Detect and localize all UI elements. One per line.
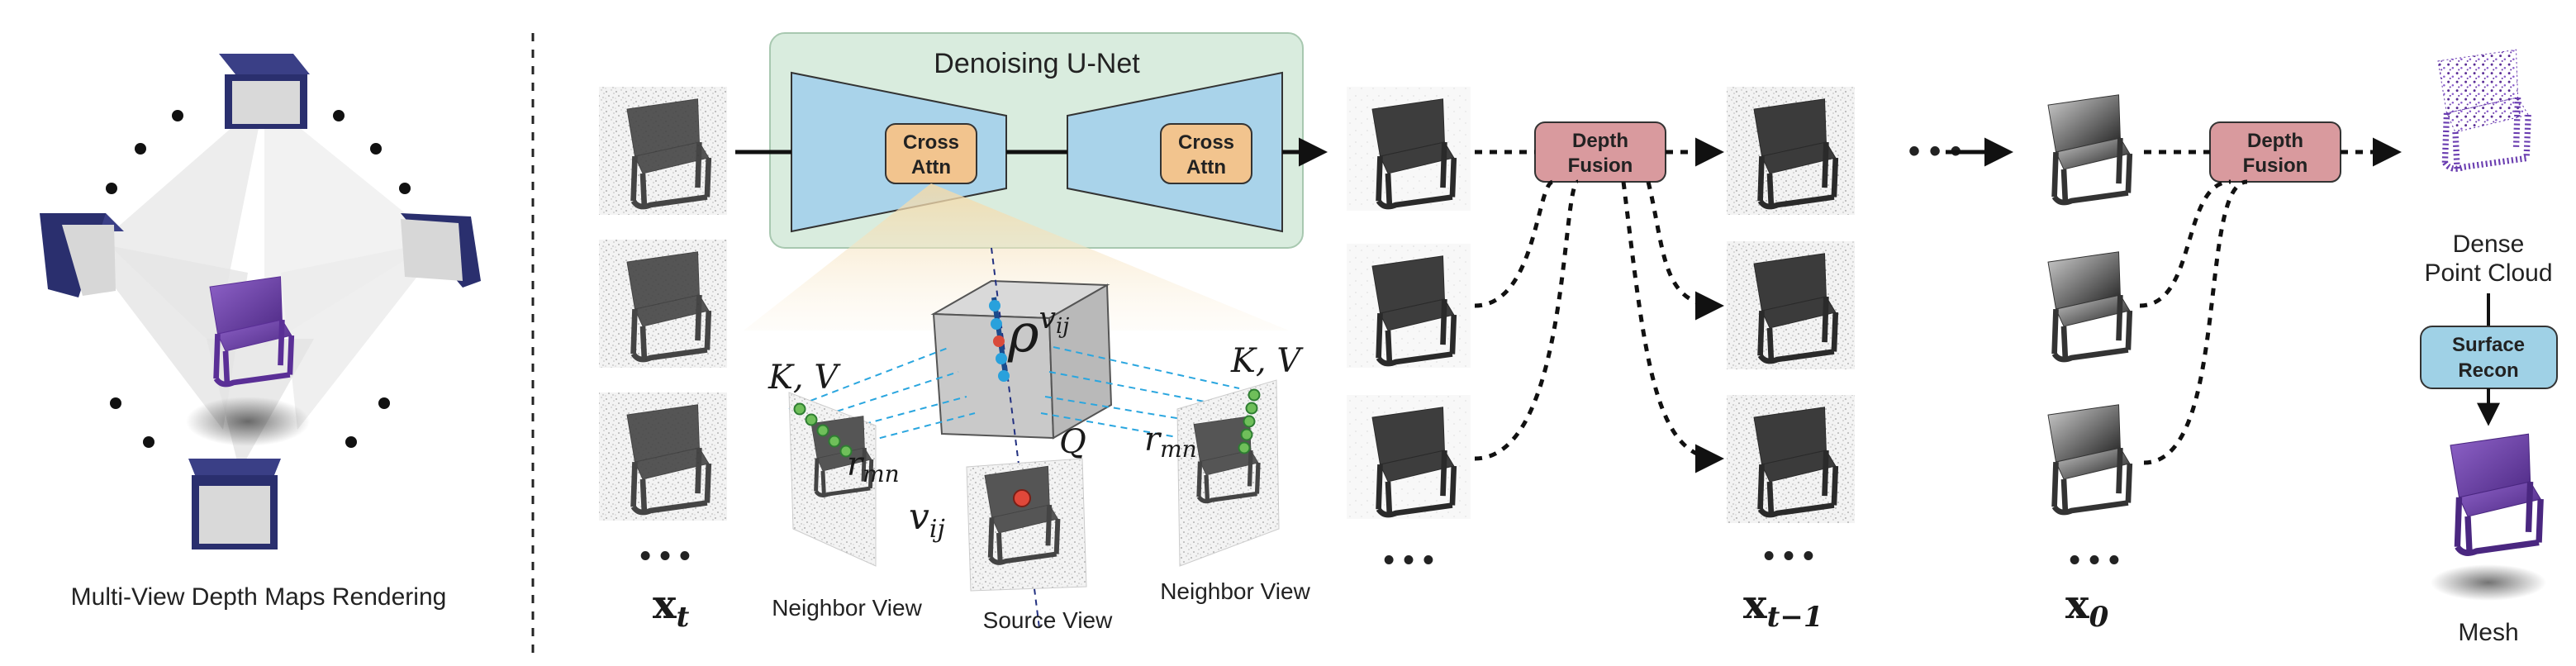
neighbor-view-right-caption: Neighbor View <box>1160 578 1310 604</box>
clean-views-x0: • • • x0 <box>2048 95 2130 634</box>
x-t-label: xt <box>653 582 690 634</box>
noisy-view-1 <box>599 87 727 215</box>
depth-fusion-1: Depth Fusion <box>1534 121 1666 183</box>
dense-point-cloud-line2: Point Cloud <box>2424 259 2552 287</box>
query-point <box>1013 489 1031 507</box>
depth-fusion-2: Depth Fusion <box>2209 121 2341 183</box>
kv-right-label: K, V <box>1230 342 1304 380</box>
fusion-2-connections <box>2139 137 2402 465</box>
mesh-label: Mesh <box>2458 619 2518 646</box>
x0-view-2 <box>2048 252 2130 359</box>
orbit-dot <box>345 436 357 448</box>
cross-attn-right-line1: Cross <box>1178 131 1234 154</box>
camera-right <box>401 213 481 288</box>
surface-recon: Surface Recon <box>2420 326 2558 389</box>
cross-attn-right-line2: Attn <box>1186 156 1226 178</box>
xt-1-view-3 <box>1727 395 1855 523</box>
ellipsis: • • • <box>639 539 690 573</box>
noisy-view-3 <box>599 392 727 521</box>
q-label: Q <box>1059 423 1086 461</box>
ellipsis: • • • <box>1383 543 1433 578</box>
predicted-view-1 <box>1347 87 1471 211</box>
source-view-caption: Source View <box>983 607 1113 633</box>
orbit-dot <box>106 183 117 194</box>
noisy-views-xt-1: • • • xt−1 <box>1727 87 1855 634</box>
orbit-dot <box>135 143 146 155</box>
predicted-views: • • • <box>1347 87 1471 578</box>
depth-fusion-2-line2: Fusion <box>2243 155 2308 177</box>
attention-detail: ρvij K, V rmn Neighbor View Q vij Source… <box>744 183 1311 633</box>
output-column: Dense Point Cloud Surface Recon Mesh <box>2420 50 2558 646</box>
depth-fusion-2-line1: Depth <box>2247 130 2303 152</box>
fusion-1-connections <box>1474 137 1724 473</box>
orbit-dots <box>106 110 411 448</box>
sampled-points <box>989 297 1010 382</box>
camera-frustum-right <box>281 240 446 430</box>
x0-view-3 <box>2048 405 2130 512</box>
orbit-dot <box>333 110 345 121</box>
v-ij-label: vij <box>909 496 945 544</box>
ellipsis: • • • <box>2069 543 2119 578</box>
depth-fusion-1-line2: Fusion <box>1568 155 1633 177</box>
cross-attn-right: Cross Attn <box>1160 123 1252 184</box>
surface-recon-line1: Surface <box>2452 334 2525 356</box>
x-t-minus-1-label: xt−1 <box>1743 582 1823 634</box>
cross-attn-left-line2: Attn <box>911 156 951 178</box>
predicted-view-3 <box>1347 395 1471 519</box>
predicted-view-2 <box>1347 244 1471 368</box>
surface-recon-line2: Recon <box>2458 359 2518 382</box>
kv-left-label: K, V <box>768 359 841 397</box>
orbit-dot <box>172 110 183 121</box>
left-panel-caption: Multi-View Depth Maps Rendering <box>71 583 447 611</box>
xt-1-view-2 <box>1727 241 1855 369</box>
rho-label: ρvij <box>1007 302 1069 364</box>
r-mn-left-label: rmn <box>847 445 900 488</box>
epipolar-cube <box>930 279 1113 440</box>
noisy-views-xt: • • • xt <box>599 87 727 634</box>
source-view: Q vij Source View <box>909 423 1113 633</box>
orbit-dot <box>378 397 390 409</box>
neighbor-view-right: K, V rmn Neighbor View <box>1144 342 1311 604</box>
camera-frustum-left <box>78 240 248 430</box>
camera-left <box>40 213 124 297</box>
noisy-view-2 <box>599 240 727 368</box>
x-0-label: x0 <box>2065 582 2109 634</box>
orbit-dot <box>110 397 121 409</box>
cross-attn-left-line1: Cross <box>903 131 959 154</box>
mesh: Mesh <box>2431 434 2546 646</box>
neighbor-view-left-caption: Neighbor View <box>772 595 922 621</box>
ellipsis: • • • <box>1763 539 1813 573</box>
r-mn-right-label: rmn <box>1144 421 1197 463</box>
cross-attn-left: Cross Attn <box>885 123 977 184</box>
orbit-dot <box>399 183 411 194</box>
neighbor-view-left: K, V rmn Neighbor View <box>768 359 923 621</box>
orbit-dot <box>370 143 382 155</box>
unet-title: Denoising U-Net <box>934 48 1140 79</box>
dense-point-cloud-line1: Dense <box>2453 231 2525 258</box>
attention-zoom-fan <box>744 183 1289 331</box>
depth-fusion-1-line1: Depth <box>1572 130 1628 152</box>
camera-bottom <box>188 459 281 549</box>
camera-top <box>219 54 310 129</box>
multi-view-rendering-panel: Multi-View Depth Maps Rendering <box>40 54 481 611</box>
xt-1-view-1 <box>1727 87 1855 215</box>
orbit-dot <box>143 436 154 448</box>
denoising-unet: Denoising U-Net Cross Attn Cross Attn <box>769 32 1304 249</box>
x0-view-1 <box>2048 95 2130 202</box>
dense-point-cloud: Dense Point Cloud <box>2424 50 2553 287</box>
chair-shadow <box>186 397 310 446</box>
